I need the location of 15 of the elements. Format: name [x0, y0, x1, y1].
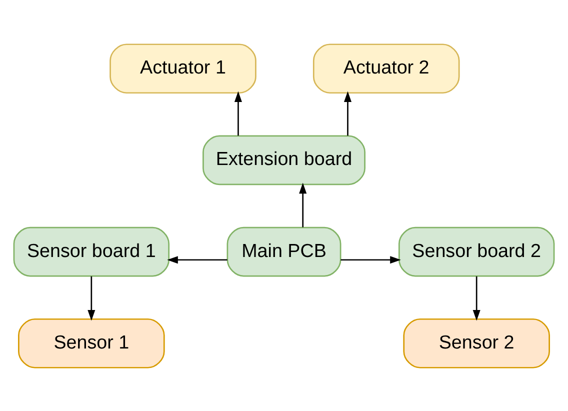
arrow	[167, 256, 228, 264]
arrow	[299, 182, 307, 227]
arrow	[234, 90, 242, 136]
node-box: Actuator 1	[110, 43, 256, 94]
node-box: Extension board	[202, 134, 366, 185]
arrow	[340, 256, 401, 264]
node-box: Sensor board 1	[13, 226, 170, 276]
arrow	[344, 90, 352, 136]
node-box: Sensor board 2	[398, 226, 555, 276]
node-box: Main PCB	[226, 226, 342, 276]
node-box: Actuator 2	[312, 43, 460, 94]
node-box: Sensor 1	[18, 318, 165, 368]
arrow	[88, 276, 96, 320]
arrow	[472, 276, 480, 320]
node-box: Sensor 2	[403, 318, 550, 368]
